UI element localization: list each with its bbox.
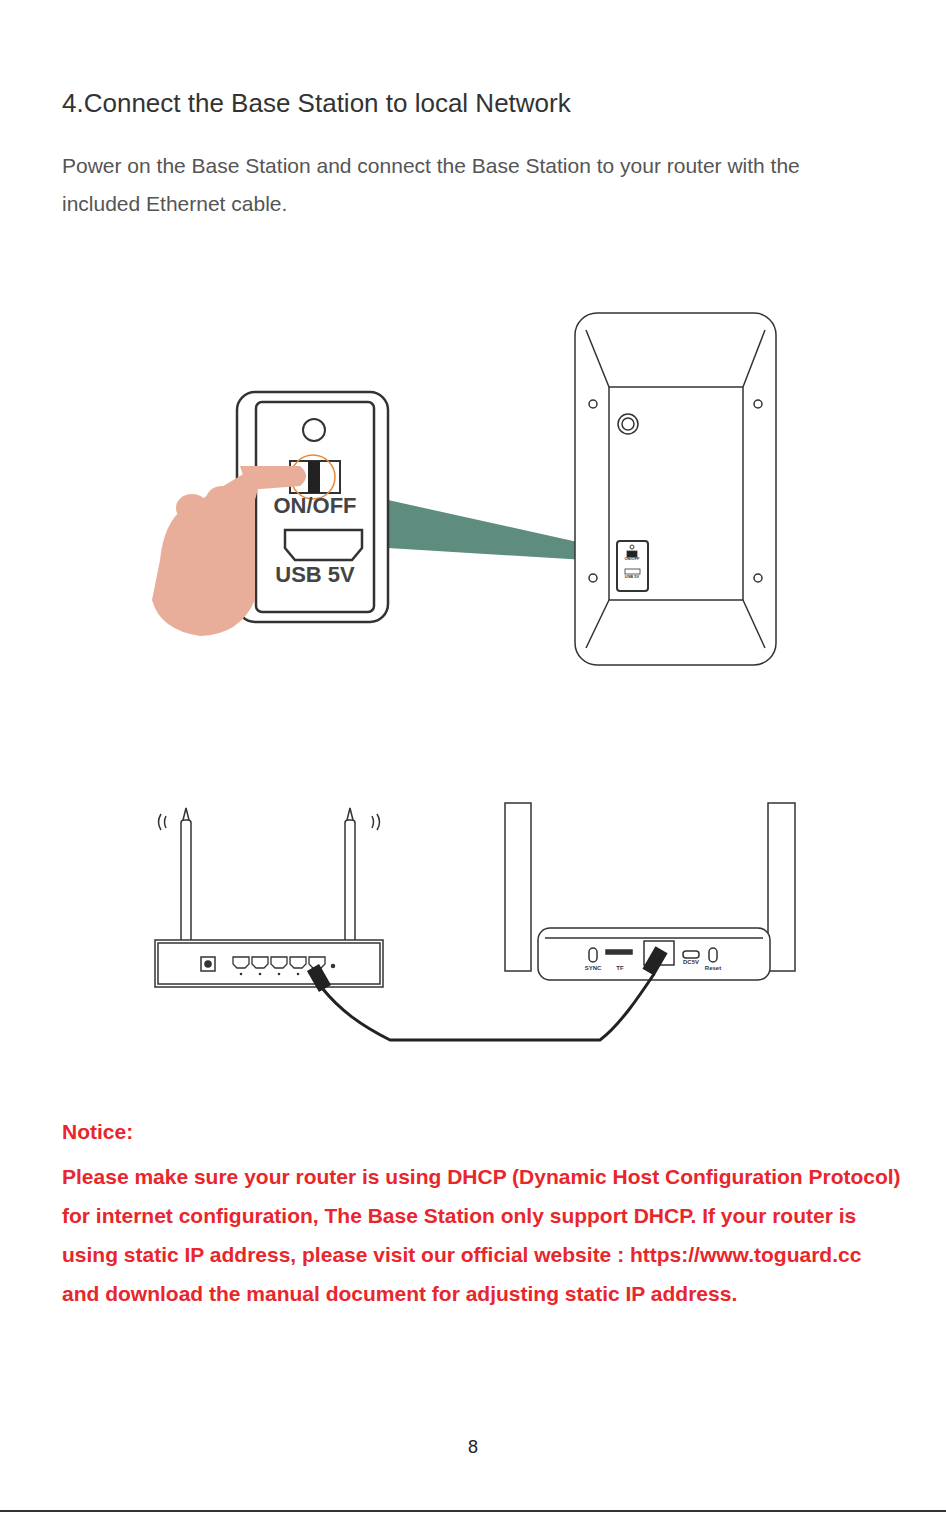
page-number: 8 xyxy=(468,1438,478,1458)
notice-heading: Notice: xyxy=(62,1120,133,1143)
router-body xyxy=(155,940,383,987)
page-rule xyxy=(0,1510,946,1512)
port-label: Reset xyxy=(705,965,721,972)
router xyxy=(155,808,383,987)
port-led xyxy=(297,973,300,976)
led xyxy=(332,965,335,968)
station-body xyxy=(538,928,770,980)
panel-outline xyxy=(237,392,388,622)
port-label: TF xyxy=(616,965,623,972)
port-label: SYNC xyxy=(585,965,602,972)
led-hole xyxy=(630,545,634,549)
port-led xyxy=(278,973,281,976)
led-hole xyxy=(618,414,638,434)
switch-panel-small xyxy=(617,541,648,591)
port-label-small: USB 5V xyxy=(625,575,639,579)
base-station-back xyxy=(575,313,776,665)
base-station-front xyxy=(505,803,795,980)
housing-edges xyxy=(586,330,765,648)
hand xyxy=(152,466,306,636)
port-label: USB 5V xyxy=(275,563,354,587)
body-edge xyxy=(545,937,763,939)
knuckle xyxy=(206,486,238,514)
power-jack xyxy=(201,957,215,971)
switch-slider xyxy=(308,461,320,493)
antenna-tip xyxy=(183,808,353,820)
rj45-plug xyxy=(642,946,667,976)
screw xyxy=(589,400,597,408)
body-text: Power on the Base Station and connect th… xyxy=(62,147,862,223)
antenna xyxy=(768,803,795,971)
port-label: DC5V xyxy=(683,959,699,966)
rj45-plug xyxy=(307,964,331,992)
switch-label: ON/OFF xyxy=(273,494,356,518)
port-led xyxy=(240,973,243,976)
lan-port xyxy=(271,957,287,968)
dc-port xyxy=(683,951,699,958)
ethernet-cable xyxy=(307,946,668,1040)
lan-port xyxy=(233,957,249,968)
switch-panel-zoom xyxy=(237,392,388,622)
knuckle xyxy=(176,494,208,522)
switch-label-small: ON/OFF xyxy=(624,557,639,561)
led-hole xyxy=(622,418,634,430)
led-hole xyxy=(303,419,325,441)
housing xyxy=(575,313,776,665)
lan-port xyxy=(252,957,268,968)
tf-slot xyxy=(606,950,632,954)
screw xyxy=(754,574,762,582)
panel-inner xyxy=(256,402,374,612)
cable xyxy=(322,974,654,1040)
lan-port xyxy=(290,957,306,968)
signal-waves xyxy=(159,814,380,830)
notice-text: Please make sure your router is using DH… xyxy=(62,1157,902,1313)
screw xyxy=(754,400,762,408)
back-plate xyxy=(609,387,743,600)
palm xyxy=(152,470,258,636)
sync-button xyxy=(589,948,597,962)
reset-button xyxy=(709,948,717,962)
section-title: 4.Connect the Base Station to local Netw… xyxy=(62,88,571,119)
screw xyxy=(589,574,597,582)
usb-port-small xyxy=(625,569,640,574)
port-led xyxy=(259,973,262,976)
antenna xyxy=(505,803,531,971)
power-jack xyxy=(205,961,211,967)
usb-port xyxy=(285,530,362,560)
router-inner xyxy=(158,943,380,984)
